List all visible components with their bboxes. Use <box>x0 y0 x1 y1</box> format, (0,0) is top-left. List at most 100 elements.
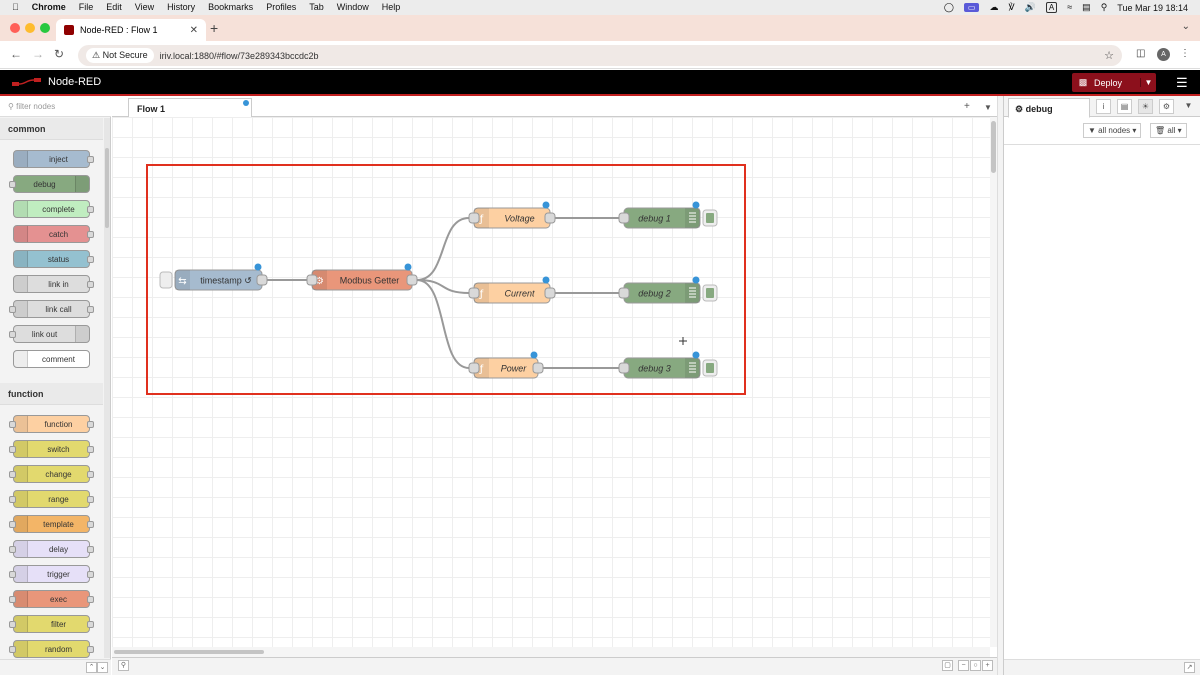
palette-node-link-out[interactable]: link out <box>9 325 90 343</box>
deploy-button[interactable]: ▩ Deploy ▼ <box>1072 73 1156 92</box>
sidebar-splitter[interactable] <box>997 96 1003 675</box>
flow-node-debug1[interactable]: debug 1 <box>618 201 718 229</box>
config-gear-icon[interactable]: ⚙ <box>1159 99 1174 114</box>
node-input-port[interactable] <box>468 212 480 224</box>
url-text[interactable]: iriv.local:1880/#flow/73e289343bccdc2b <box>159 50 319 61</box>
tab-flow-1[interactable]: Flow 1 <box>128 98 252 118</box>
menu-edit[interactable]: Edit <box>99 2 122 12</box>
add-flow-icon[interactable]: + <box>964 101 970 112</box>
profile-avatar[interactable]: A <box>1157 48 1170 61</box>
node-output-port[interactable] <box>544 212 556 224</box>
deploy-menu-chevron-icon[interactable]: ▼ <box>1140 78 1156 87</box>
flow-node-modbus[interactable]: ⚙Modbus Getter <box>306 263 418 291</box>
screen-mirroring-icon[interactable]: ▭ <box>963 3 980 12</box>
forward-icon[interactable]: → <box>32 47 44 61</box>
reload-icon[interactable]: ↻ <box>54 47 65 61</box>
menu-view[interactable]: View <box>128 2 154 12</box>
node-input-port[interactable] <box>618 212 630 224</box>
palette-node-catch[interactable]: catch <box>13 225 94 243</box>
node-input-port[interactable] <box>618 287 630 299</box>
palette-node-comment[interactable]: comment <box>13 350 90 368</box>
debug-icon[interactable]: ☀ <box>1138 99 1153 114</box>
inject-button-icon[interactable] <box>159 271 173 289</box>
palette-filter-input[interactable]: ⚲ filter nodes <box>0 96 111 117</box>
palette-node-link-in[interactable]: link in <box>13 275 94 293</box>
zoom-out-icon[interactable]: − <box>958 660 969 671</box>
chrome-menu-icon[interactable]: ⋮ <box>1180 48 1190 59</box>
wifi-icon[interactable]: ≈ <box>1067 2 1073 12</box>
menu-app-name[interactable]: Chrome <box>25 2 66 12</box>
new-tab-button[interactable]: + <box>210 20 219 36</box>
close-tab-icon[interactable]: ✕ <box>189 24 198 36</box>
flow-node-ts[interactable]: ⇆timestamp ↺ <box>159 263 268 291</box>
palette-node-function[interactable]: function <box>9 415 94 433</box>
node-output-port[interactable] <box>544 287 556 299</box>
canvas-vertical-scrollbar[interactable] <box>990 117 997 647</box>
menu-tab[interactable]: Tab <box>302 2 324 12</box>
help-book-icon[interactable]: ▤ <box>1117 99 1132 114</box>
node-input-port[interactable] <box>468 287 480 299</box>
wire-modbus-power[interactable] <box>416 279 470 369</box>
bookmark-star-icon[interactable]: ☆ <box>1104 50 1114 62</box>
cloud-icon[interactable]: ☁ <box>989 2 999 12</box>
sync-icon[interactable]: ◯ <box>943 2 954 12</box>
canvas-horizontal-thumb[interactable] <box>114 650 264 654</box>
zoom-reset-icon[interactable]: ○ <box>970 660 981 671</box>
tab-search-chevron-icon[interactable]: ⌄ <box>1181 21 1190 32</box>
palette-node-change[interactable]: change <box>9 465 94 483</box>
palette-node-inject[interactable]: inject <box>13 150 94 168</box>
menu-history[interactable]: History <box>160 2 195 12</box>
browser-tab[interactable]: Node-RED : Flow 1 ✕ <box>56 19 206 41</box>
input-source-icon[interactable]: A <box>1045 2 1058 13</box>
palette-scroll-thumb[interactable] <box>105 148 109 228</box>
volume-icon[interactable]: 🔊 <box>1024 2 1036 12</box>
menu-window[interactable]: Window <box>329 2 369 12</box>
palette-node-complete[interactable]: complete <box>13 200 94 218</box>
zoom-window-button[interactable] <box>40 23 50 33</box>
menu-file[interactable]: File <box>72 2 94 12</box>
node-output-port[interactable] <box>406 274 418 286</box>
palette-node-range[interactable]: range <box>9 490 94 508</box>
control-center-icon[interactable]: ▤ <box>1082 2 1091 12</box>
collapse-all-icon[interactable]: ⌃ <box>86 662 97 673</box>
palette-scrollbar[interactable] <box>104 118 110 658</box>
node-input-port[interactable] <box>618 362 630 374</box>
bluetooth-icon[interactable]: ℣ <box>1008 2 1015 12</box>
palette-node-link-call[interactable]: link call <box>9 300 94 318</box>
canvas-vertical-thumb[interactable] <box>991 121 996 173</box>
flow-node-debug3[interactable]: debug 3 <box>618 351 718 379</box>
wire-modbus-voltage[interactable] <box>416 217 470 281</box>
canvas-horizontal-scrollbar[interactable] <box>112 647 990 657</box>
flow-list-chevron-icon[interactable]: ▼ <box>984 103 992 112</box>
expand-all-icon[interactable]: ⌄ <box>97 662 108 673</box>
palette-node-exec[interactable]: exec <box>9 590 94 608</box>
palette-node-status[interactable]: status <box>13 250 94 268</box>
address-bar[interactable]: ⚠ Not Secure iriv.local:1880/#flow/73e28… <box>78 45 1122 66</box>
main-menu-icon[interactable]: ☰ <box>1176 75 1188 90</box>
palette-node-delay[interactable]: delay <box>9 540 94 558</box>
security-chip[interactable]: ⚠ Not Secure <box>86 48 154 63</box>
close-window-button[interactable] <box>10 23 20 33</box>
apple-icon[interactable]:  <box>12 2 19 12</box>
palette-node-trigger[interactable]: trigger <box>9 565 94 583</box>
side-panel-icon[interactable]: ◫ <box>1136 48 1146 59</box>
palette-node-switch[interactable]: switch <box>9 440 94 458</box>
debug-clear-select[interactable]: 🗑 all ▾ <box>1150 123 1187 138</box>
node-input-port[interactable] <box>306 274 318 286</box>
back-icon[interactable]: ← <box>10 47 22 61</box>
node-input-port[interactable] <box>468 362 480 374</box>
sidebar-menu-chevron-icon[interactable]: ▼ <box>1184 101 1193 110</box>
zoom-in-icon[interactable]: + <box>982 660 993 671</box>
wire-modbus-current[interactable] <box>416 279 470 294</box>
sidebar-popout-icon[interactable]: ↗ <box>1184 662 1195 673</box>
minimize-window-button[interactable] <box>25 23 35 33</box>
info-icon[interactable]: i <box>1096 99 1111 114</box>
palette-node-random[interactable]: random <box>9 640 94 658</box>
search-flows-icon[interactable]: ⚲ <box>118 660 129 671</box>
menu-bookmarks[interactable]: Bookmarks <box>201 2 253 12</box>
tab-debug[interactable]: ⚙ debug <box>1008 98 1090 118</box>
